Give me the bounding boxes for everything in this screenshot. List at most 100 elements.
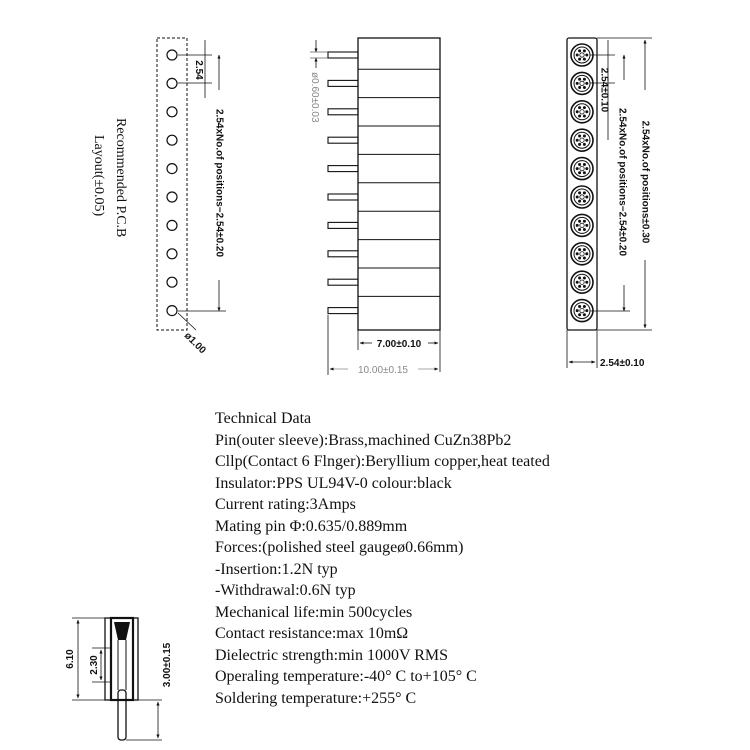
- contact-finger: [578, 106, 582, 110]
- outer-length-label: 2.54xNo.of positions±0.30: [639, 121, 650, 244]
- side-pin: [327, 108, 359, 116]
- contact-finger: [582, 114, 586, 118]
- contact-finger: [585, 110, 589, 114]
- technical-data-line: Current rating:3Amps: [215, 496, 356, 513]
- contact-finger: [582, 219, 586, 223]
- contact-finger: [582, 49, 586, 53]
- inner-length-label: 2.54xNo.of positions−2.54±0.20: [616, 108, 627, 256]
- contact-finger: [582, 199, 586, 203]
- contact-finger: [585, 309, 589, 313]
- contact-finger: [582, 304, 586, 308]
- side-pin: [327, 79, 359, 87]
- side-pin: [327, 307, 359, 315]
- contact-finger: [585, 138, 589, 142]
- contact-finger: [582, 248, 586, 252]
- contact-finger: [578, 256, 582, 260]
- section-pin-label: 3.00±0.15: [162, 642, 173, 687]
- contact-center: [579, 251, 585, 257]
- pcb-hole: [166, 134, 178, 146]
- top-view: 2.54±0.10 2.54xNo.of positions−2.54±0.20…: [566, 37, 652, 369]
- pcb-caption-line2: Layout(±0.05): [91, 135, 106, 217]
- contact-finger: [575, 223, 579, 227]
- contact-finger: [578, 228, 582, 232]
- technical-data-line: Mating pin Φ:0.635/0.889mm: [215, 517, 408, 535]
- contact-finger: [575, 53, 579, 57]
- technical-data-line: Forces:(polished steel gaugeø0.66mm): [215, 539, 464, 556]
- contact-finger: [582, 134, 586, 138]
- contact-finger: [575, 138, 579, 142]
- pcb-hole: [166, 163, 178, 175]
- contact-finger: [585, 167, 589, 171]
- technical-data-line: -Insertion:1.2N typ: [215, 560, 338, 578]
- contact-socket: [570, 156, 594, 181]
- contact-finger: [582, 162, 586, 166]
- pcb-hole: [166, 106, 178, 118]
- contact-finger: [582, 313, 586, 317]
- contact-finger: [578, 304, 582, 308]
- strip-outline: [566, 37, 598, 331]
- contact-finger: [578, 248, 582, 252]
- contact-finger: [575, 252, 579, 256]
- section-inner-label: 2.30: [89, 655, 100, 675]
- contact-ring: [573, 273, 591, 291]
- contact-center: [579, 194, 585, 200]
- contact-finger: [578, 162, 582, 166]
- contact-center: [579, 109, 585, 115]
- contact-finger: [582, 191, 586, 195]
- contact-finger: [582, 171, 586, 175]
- pcb-hole: [166, 219, 178, 231]
- contact-finger: [582, 276, 586, 280]
- pcb-length-label: 2.54xNo.of positions−2.54±0.20: [213, 109, 224, 257]
- pcb-hole: [166, 276, 178, 288]
- pcb-hole: [166, 77, 178, 90]
- technical-data-line: Operaling temperature:-40° C to+105° C: [215, 668, 477, 685]
- section-contact-clip: [114, 622, 130, 640]
- contact-ring: [573, 188, 591, 206]
- pcb-outline: [156, 37, 188, 331]
- section-height-label: 6.10: [65, 649, 76, 669]
- side-pin: [327, 165, 359, 173]
- housing-outline: [357, 37, 441, 331]
- side-pin: [327, 51, 359, 59]
- contact-center: [579, 307, 585, 314]
- technical-data-title: Technical Data: [215, 410, 312, 427]
- contact-finger: [578, 276, 582, 280]
- hole-diameter-label: ø1.00: [182, 330, 208, 356]
- side-view: ø0.60±0.03 7.00±0.10 10.00±0.15: [309, 37, 441, 376]
- contact-socket: [570, 100, 594, 124]
- pcb-holes: [166, 49, 178, 317]
- contact-finger: [582, 86, 586, 90]
- pcb-hole: [166, 305, 178, 317]
- contact-pitch-label: 2.54±0.10: [598, 68, 609, 113]
- total-length-label: 10.00±0.15: [358, 365, 408, 376]
- pin-diameter-label: ø0.60±0.03: [309, 72, 320, 123]
- technical-data-line: Dielectric strength:min 1000V RMS: [215, 646, 449, 664]
- pcb-pitch-label: 2.54: [193, 60, 204, 80]
- contact-ring: [573, 245, 591, 263]
- side-pins: [327, 51, 440, 315]
- contact-finger: [582, 57, 586, 61]
- pcb-layout-view: 2.54 2.54xNo.of positions−2.54±0.20 ø1.0…: [91, 37, 226, 357]
- technical-data-line: Cllp(Contact 6 Flnger):Beryllium copper,…: [215, 453, 550, 470]
- technical-data-line: Pin(outer sleeve):Brass,machined CuZn38P…: [215, 431, 512, 449]
- contact-finger: [575, 195, 579, 199]
- side-pin: [327, 136, 359, 144]
- pcb-caption-line1: Recommended P.C.B: [113, 118, 128, 237]
- contact-finger: [578, 142, 582, 146]
- section-sleeve: [109, 616, 135, 702]
- contact-socket: [570, 213, 594, 238]
- contact-finger: [578, 171, 582, 175]
- side-pin: [327, 250, 359, 258]
- contact-socket: [570, 270, 594, 295]
- contact-finger: [578, 49, 582, 53]
- contact-finger: [585, 195, 589, 199]
- contact-center: [579, 80, 585, 87]
- contact-ring: [573, 131, 591, 149]
- contact-finger: [578, 219, 582, 223]
- contact-finger: [582, 256, 586, 260]
- contact-finger: [582, 106, 586, 110]
- technical-data-line: -Withdrawal:0.6N typ: [215, 582, 356, 599]
- cross-section-view: 6.10 2.30 3.00±0.15: [65, 616, 173, 741]
- technical-data-line: Soldering temperature:+255° C: [215, 689, 417, 707]
